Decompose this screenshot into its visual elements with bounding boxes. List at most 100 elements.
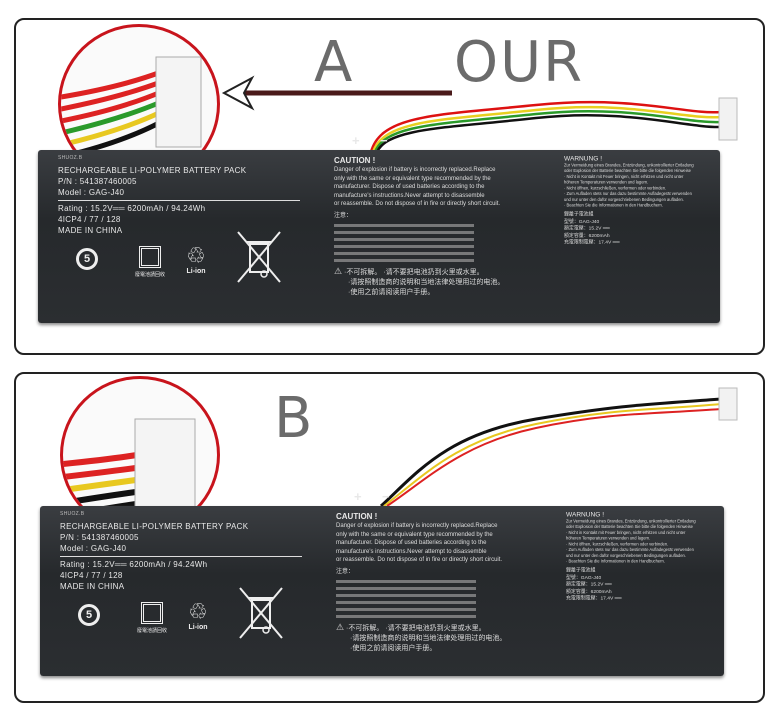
caution-line: Danger of explosion if battery is incorr… [334,167,496,173]
spec-cn-line: 額定容量：6200mAh [566,589,612,595]
label-b: B [274,386,315,451]
warning-cn-text: ·不可拆解。 ·请不要把电池扔到火里或水里。 [346,625,486,632]
warning-cn-line: ·请按照制造商的说明和当地法律处理用过的电池。 [348,279,505,286]
connector [718,387,738,421]
battery-a: SHUOZ.B RECHARGEABLE LI-POLYMER BATTERY … [38,134,720,323]
warnung-line: oder Explosion der Batterie beachten Sie… [564,168,691,174]
origin: MADE IN CHINA [58,226,123,235]
warning-cn-line: ·使用之前请阅读用户手册。 [350,645,437,652]
part-number: P/N : 541387460005 [58,177,137,186]
part-number: P/N : 541387460005 [60,533,139,542]
rohs-5-icon: 5 [78,604,100,626]
note-cn: 注意： [334,212,353,219]
brand-mark: SHUOZ.B [58,155,83,161]
rating: Rating : 15.2V══ 6200mAh / 94.24Wh [60,560,208,569]
warnung-block: WARNUNG ! Zur Vermeidung eines Brandes, … [564,155,694,246]
caution-block: CAUTION ! Danger of explosion if battery… [336,512,506,654]
warnung-line: Zur Vermeidung eines Brandes, Entzündung… [564,163,694,169]
divider [60,556,302,557]
warnung-line: · Nicht in Kontakt mit Feuer bringen, ni… [564,174,684,180]
warnung-block: WARNUNG ! Zur Vermeidung eines Brandes, … [566,511,696,602]
warnung-line: Zur Vermeidung eines Brandes, Entzündung… [566,519,696,525]
label-our: OUR [454,30,584,95]
spec-cn-line: 型號：GAG-J40 [564,219,600,225]
warnung-line: · Nicht öffnen, kurzschließen, verformen… [564,186,667,192]
connector [718,97,738,141]
spec-cn-line: 充電限制電壓：17.4V ══ [566,596,622,602]
terminal-plus: + [354,489,362,504]
warning-cn-text: ·不可拆解。 ·请不要把电池扔到火里或水里。 [344,269,484,276]
caution-line: manufacture's instructions.Never attempt… [334,192,485,199]
caution-title: CAUTION ! [336,512,378,521]
warning-cn-line: ⚠ ·不可拆解。 ·请不要把电池扔到火里或水里。 [334,266,484,276]
battery-title: RECHARGEABLE LI-POLYMER BATTERY PACK [60,522,249,531]
warning-cn-line: ⚠ ·不可拆解。 ·请不要把电池扔到火里或水里。 [336,622,486,632]
caution-line: or reassemble. Do not dispose of in fire… [334,201,501,207]
recycle-icon: ♲ Li-ion [180,600,216,632]
warnung-line: · Zum Aufladen stets nur das dazu bestim… [566,547,694,553]
caution-line: only with the same or equivalent type re… [334,175,491,182]
note-cn: 注意： [336,568,355,575]
warnung-title: WARNUNG ! [566,511,605,519]
panel-b: B SHUOZ.B RECHARGEABLE LI-POLYMER BATTER… [14,372,765,703]
warnung-line: · Zum Aufladen stets nur das dazu bestim… [564,191,692,197]
warnung-line: · Beachten Sie die Informationen in den … [564,203,663,209]
model: Model : GAG-J40 [58,188,125,197]
warnung-line: oder Explosion der Batterie beachten Sie… [566,524,693,530]
spec-cn-line: 額定電壓：15.2V ══ [564,226,610,232]
spec-cn-line: 鋰離子電池組 [564,212,594,218]
weee-bin-icon [239,587,283,639]
weee-bin-icon [237,231,281,283]
spec-cn-line: 充電限制電壓：17.4V ══ [564,240,620,246]
brand-mark: SHUOZ.B [60,511,85,517]
recycle-battery-icon: 廢電池請回收 [130,246,170,278]
spec-cn-line: 鋰離子電池組 [566,568,596,574]
warning-cn-line: ·使用之前请阅读用户手册。 [348,289,435,296]
liion-label: Li-ion [186,268,206,275]
spec-cn-line: 額定容量：6200mAh [564,233,610,239]
caution-block: CAUTION ! Danger of explosion if battery… [334,156,504,298]
warnung-line: höheren Temperaturen verwenden und lager… [564,180,649,186]
caution-line: Danger of explosion if battery is incorr… [336,523,498,529]
liion-label: Li-ion [188,624,208,631]
wires-and-arrow [221,75,738,153]
recycle-cn-label: 廢電池請回收 [134,272,165,278]
spec-cn-line: 型號：GAG-J40 [566,575,602,581]
chinese-instructions [336,580,476,618]
warnung-line: und nur unter den dafür vorgeschriebenen… [564,197,684,203]
terminal-minus: − [382,489,390,504]
battery-b: SHUOZ.B RECHARGEABLE LI-POLYMER BATTERY … [40,490,724,676]
model: Model : GAG-J40 [60,544,127,553]
caution-line: manufacture's instructions.Never attempt… [336,548,487,555]
cells: 4ICP4 / 77 / 128 [60,571,123,580]
warnung-title: WARNUNG ! [564,155,603,163]
caution-line: only with the same or equivalent type re… [336,531,493,538]
recycle-cn-label: 廢電池請回收 [136,628,167,634]
caution-line: or reassemble. Do not dispose of in fire… [336,557,503,563]
chinese-instructions [334,224,474,262]
arrow-head-icon [221,75,255,111]
battery-title: RECHARGEABLE LI-POLYMER BATTERY PACK [58,166,247,175]
panel-a: A OUR SHUOZ.B RECHARGEABLE LI-POLYMER BA… [14,18,765,355]
recycle-icon: ♲ Li-ion [178,244,214,276]
warning-cn-line: ·请按照制造商的说明和当地法律处理用过的电池。 [350,635,507,642]
terminal-plus: + [352,133,360,148]
rohs-5-icon: 5 [76,248,98,270]
warnung-line: und nur unter den dafür vorgeschriebenen… [566,553,686,559]
caution-line: manufacturer. Dispose of used batteries … [334,184,485,190]
warnung-line: · Beachten Sie die Informationen in den … [566,559,665,565]
rating: Rating : 15.2V══ 6200mAh / 94.24Wh [58,204,206,213]
terminal-minus: − [380,133,388,148]
recycle-battery-icon: 廢電池請回收 [132,602,172,634]
caution-title: CAUTION ! [334,156,376,165]
origin: MADE IN CHINA [60,582,125,591]
wires [379,387,738,508]
caution-line: manufacturer. Dispose of used batteries … [336,540,487,546]
divider [58,200,300,201]
label-a: A [314,30,355,95]
warnung-line: höheren Temperaturen verwenden und lager… [566,536,651,542]
cells: 4ICP4 / 77 / 128 [58,215,121,224]
spec-cn-line: 額定電壓：15.2V ══ [566,582,612,588]
warnung-line: · Nicht öffnen, kurzschließen, verformen… [566,542,669,548]
warnung-line: · Nicht in Kontakt mit Feuer bringen, ni… [566,530,686,536]
